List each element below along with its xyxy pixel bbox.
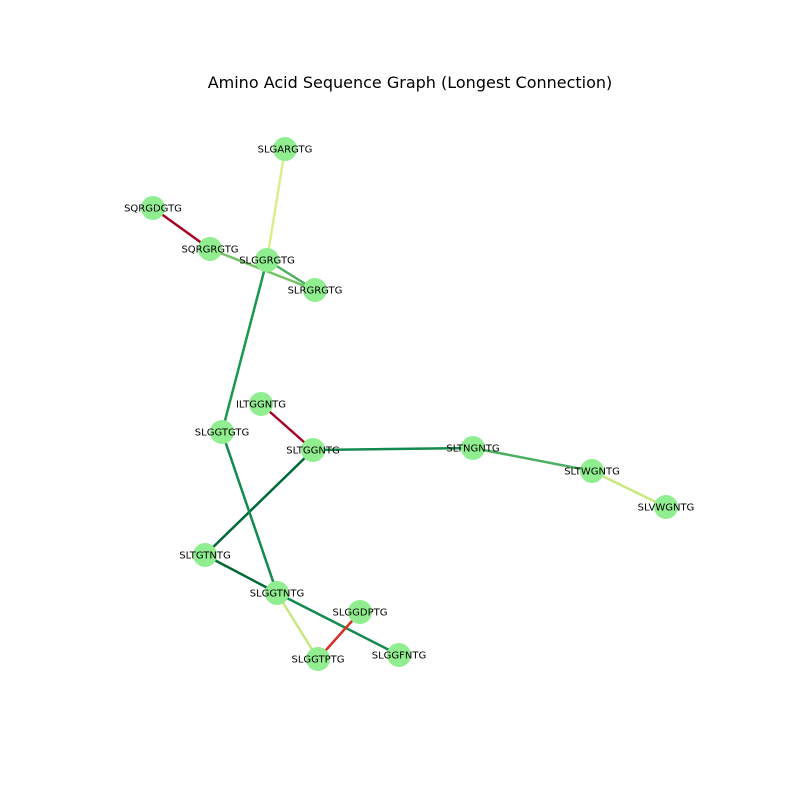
nodes-layer [141, 137, 678, 671]
node-label-sqrgrgtg: SQRGRGTG [181, 245, 238, 256]
node-label-slgargtg: SLGARGTG [258, 145, 313, 156]
edge-slggrgtg-slggtgtg [220, 259, 269, 433]
edges-layer [152, 148, 667, 660]
edge-slggtntg-slggtptg [275, 592, 320, 660]
node-sqrgdgtg [141, 196, 165, 220]
graph-title: Amino Acid Sequence Graph (Longest Conne… [208, 73, 613, 92]
node-sltggntg [301, 438, 325, 462]
edge-sltggntg-sltgtntg [204, 449, 314, 556]
node-slggtgtg [210, 420, 234, 444]
node-slggrgtg [255, 248, 279, 272]
node-label-slggtntg: SLGGTNTG [250, 589, 305, 600]
node-iltggntg [249, 392, 273, 416]
node-label-slrgrgtg: SLRGRGTG [288, 286, 343, 297]
node-slrgrgtg [303, 278, 327, 302]
node-label-sqrgdgtg: SQRGDGTG [124, 204, 182, 215]
edge-sltngntg-sltwgntg [472, 446, 593, 473]
node-label-sltngntg: SLTNGNTG [446, 444, 499, 455]
edge-sltgtntg-slggtntg [204, 553, 278, 595]
node-sltngntg [461, 436, 485, 460]
edge-slggtntg-slggfntg [276, 591, 400, 657]
node-label-slggtgtg: SLGGTGTG [195, 428, 249, 439]
edge-slgargtg-slggrgtg [265, 148, 287, 261]
node-label-sltgtntg: SLTGTNTG [179, 551, 231, 562]
node-sltwgntg [580, 459, 604, 483]
node-slgargtg [273, 137, 297, 161]
node-sltgtntg [193, 543, 217, 567]
node-label-slggdptg: SLGGDPTG [332, 608, 387, 619]
node-label-sltggntg: SLTGGNTG [286, 446, 340, 457]
node-label-slvwgntg: SLVWGNTG [638, 503, 695, 514]
node-slggtntg [265, 581, 289, 605]
node-label-slggrgtg: SLGGRGTG [239, 256, 295, 267]
node-slggfntg [387, 643, 411, 667]
node-slvwgntg [654, 495, 678, 519]
edge-sltwgntg-slvwgntg [591, 469, 667, 509]
node-label-sltwgntg: SLTWGNTG [564, 467, 620, 478]
node-sqrgrgtg [198, 237, 222, 261]
edge-slggtgtg-slggtntg [220, 431, 279, 594]
node-slggtptg [306, 647, 330, 671]
edge-sltggntg-sltngntg [312, 446, 474, 452]
node-label-slggfntg: SLGGFNTG [372, 651, 427, 662]
node-label-slggtptg: SLGGTPTG [291, 655, 344, 666]
node-slggdptg [348, 600, 372, 624]
node-label-iltggntg: ILTGGNTG [236, 400, 286, 411]
